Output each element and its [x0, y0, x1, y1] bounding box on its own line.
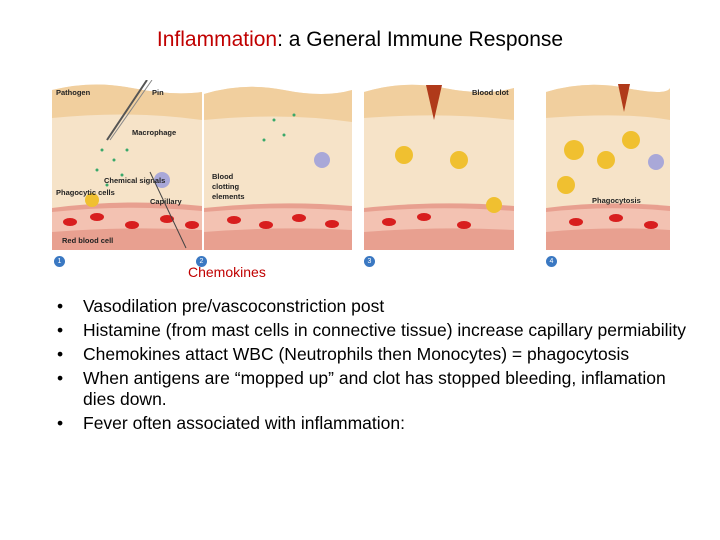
label-blood-clot: Blood clot: [472, 88, 509, 97]
bullet-dot: •: [57, 296, 64, 316]
title-rest: : a General Immune Response: [277, 28, 564, 51]
step-number-1: 1: [54, 256, 65, 267]
bullet-dot: •: [57, 344, 64, 364]
bullet-item: • When antigens are “mopped up” and clot …: [54, 368, 694, 410]
label-macrophage: Macrophage: [132, 128, 177, 137]
step-number-2: 2: [196, 256, 207, 267]
bullet-dot: •: [57, 368, 64, 388]
panel-3-illustration: [364, 80, 514, 250]
bullet-item: • Fever often associated with inflammatio…: [54, 413, 694, 434]
label-chemical-signals: Chemical signals: [104, 176, 166, 185]
label-blood-clotting-2: clotting: [212, 182, 240, 191]
bullet-text: Histamine (from mast cells in connective…: [83, 320, 686, 340]
chemokines-label: Chemokines: [188, 264, 266, 280]
label-capillary: Capillary: [150, 197, 182, 206]
bullet-text: Vasodilation pre/vascoconstriction post: [83, 296, 385, 316]
bullet-text: Chemokines attact WBC (Neutrophils then …: [83, 344, 630, 364]
panel-2-illustration: [204, 80, 352, 250]
panel-1-illustration: [52, 80, 202, 250]
label-pathogen: Pathogen: [56, 88, 91, 97]
label-phagocytic-cells: Phagocytic cells: [56, 188, 115, 197]
slide-title: Inflammation: a General Immune Response: [0, 28, 720, 52]
label-pin: Pin: [152, 88, 164, 97]
step-number-4: 4: [546, 256, 557, 267]
title-highlight: Inflammation: [156, 28, 278, 51]
bullet-text: Fever often associated with inflammation…: [83, 413, 405, 433]
inflammation-figure: Pathogen Pin Macrophage Chemical signals…: [52, 80, 670, 270]
bullet-dot: •: [57, 413, 64, 433]
label-blood-clotting-1: Blood: [212, 172, 234, 181]
panel-4-illustration: [546, 80, 670, 250]
bullet-dot: •: [57, 320, 64, 340]
label-red-blood-cell: Red blood cell: [62, 236, 114, 245]
bullet-text: When antigens are “mopped up” and clot h…: [83, 368, 666, 409]
bullet-list: • Vasodilation pre/vascoconstriction post…: [54, 296, 694, 437]
label-blood-clotting-3: elements: [212, 192, 245, 201]
bullet-item: • Chemokines attact WBC (Neutrophils then…: [54, 344, 694, 365]
step-number-3: 3: [364, 256, 375, 267]
label-phagocytosis: Phagocytosis: [592, 196, 641, 205]
bullet-item: • Vasodilation pre/vascoconstriction post: [54, 296, 694, 317]
bullet-item: • Histamine (from mast cells in connectiv…: [54, 320, 694, 341]
